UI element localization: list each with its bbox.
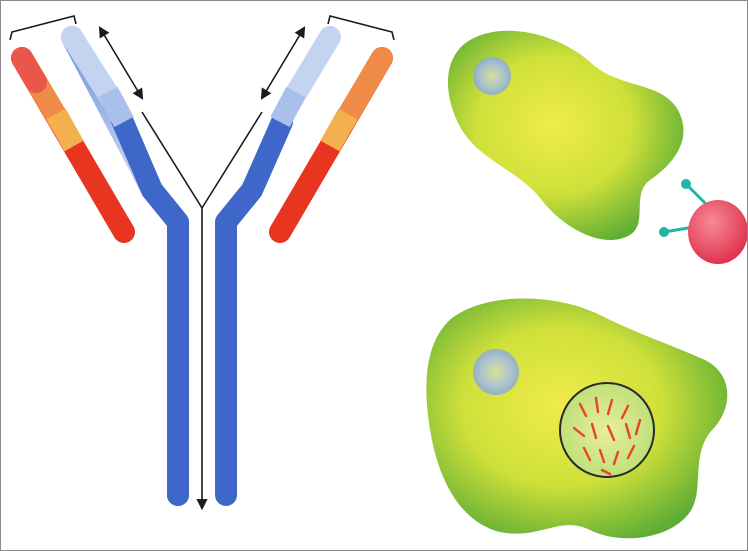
- variable-region-arrows: [100, 28, 304, 112]
- nucleus-bottom: [473, 349, 519, 395]
- heavy-chain-left: [72, 37, 178, 495]
- antigen: [659, 179, 748, 264]
- vesicle: [560, 383, 654, 477]
- center-path-line: [142, 112, 262, 508]
- cell-with-antigen: [448, 31, 748, 264]
- antibody: [10, 16, 394, 508]
- heavy-chain-right: [226, 37, 330, 495]
- cell-with-vesicle: [426, 298, 727, 538]
- nucleus-top: [473, 57, 511, 95]
